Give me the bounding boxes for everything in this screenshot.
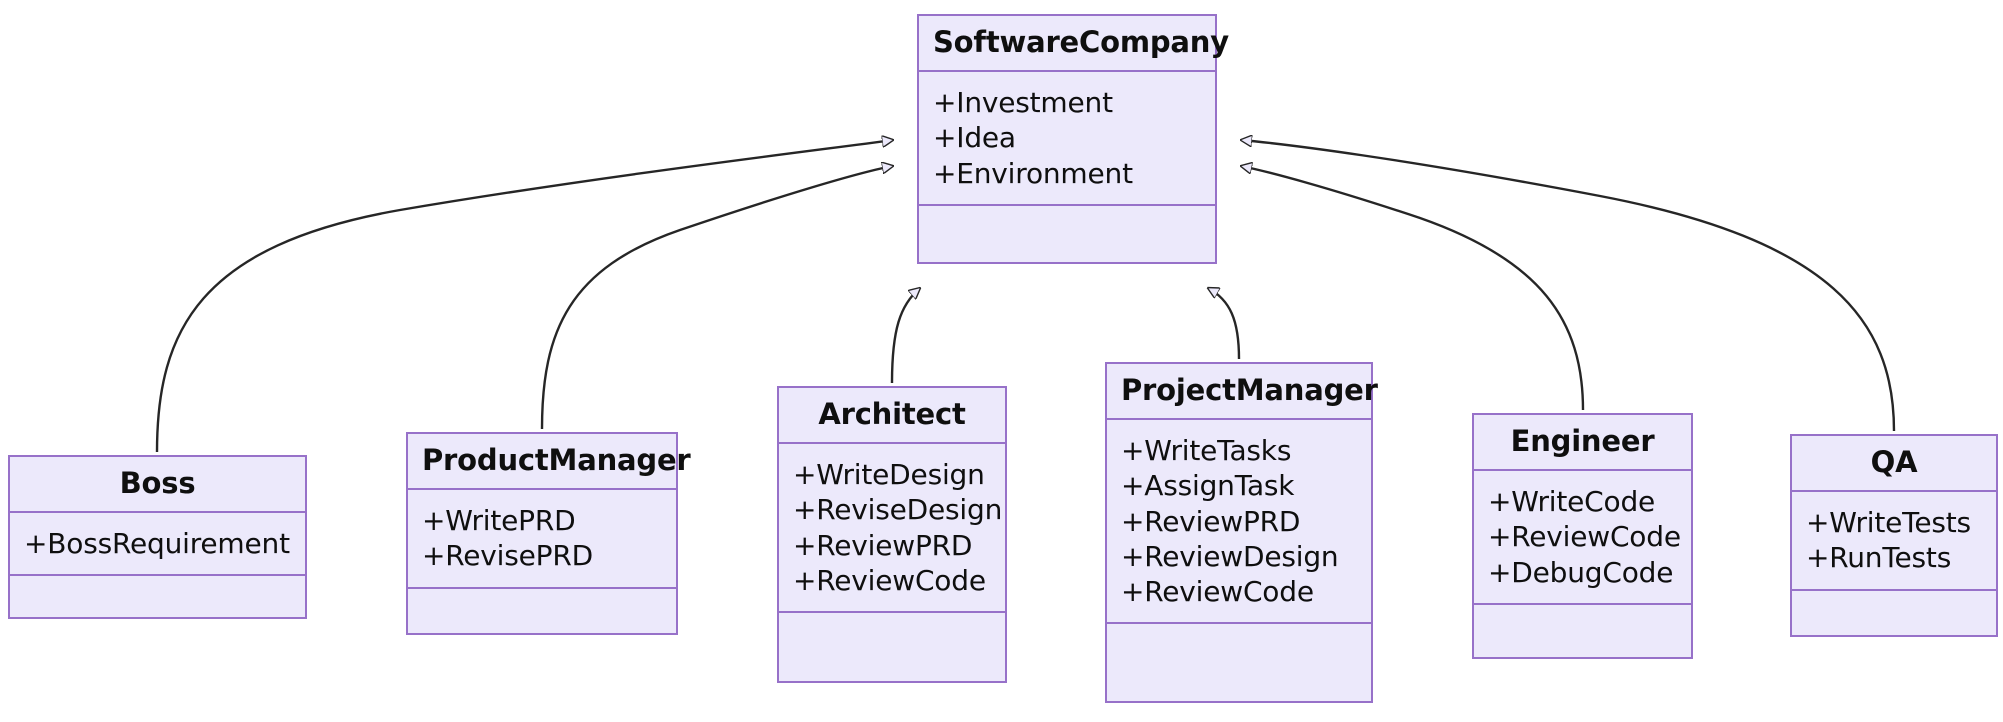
class-attribute: +DebugCode xyxy=(1488,555,1674,589)
class-methods xyxy=(919,206,1215,262)
class-title: QA xyxy=(1792,436,1996,492)
class-title: ProjectManager xyxy=(1107,364,1378,420)
edge-projectmanager-to-softwarecompany xyxy=(1208,288,1241,360)
class-methods xyxy=(1474,605,1691,657)
class-node-engineer[interactable]: Engineer +WriteCode +ReviewCode +DebugCo… xyxy=(1472,413,1693,659)
class-attribute: +ReviewCode xyxy=(1121,575,1314,609)
class-attribute: +ReviewCode xyxy=(1488,520,1681,554)
class-methods xyxy=(408,589,676,633)
class-attributes: +BossRequirement xyxy=(10,513,305,577)
class-attribute: +ReviewCode xyxy=(793,563,986,597)
class-attribute: +ReviewPRD xyxy=(1121,504,1301,538)
class-attributes: +WritePRD +RevisePRD xyxy=(408,490,676,589)
class-title: Engineer xyxy=(1474,415,1691,471)
class-attribute: +WriteCode xyxy=(1488,485,1656,518)
class-attributes: +WriteTasks +AssignTask +ReviewPRD +Revi… xyxy=(1107,420,1371,625)
class-attribute: +AssignTask xyxy=(1121,469,1295,503)
class-attribute: +WriteDesign xyxy=(793,458,985,491)
class-attribute: +RevisePRD xyxy=(422,539,593,573)
class-attribute: +Investment xyxy=(933,86,1113,119)
class-title: SoftwareCompany xyxy=(919,16,1229,72)
class-title: Boss xyxy=(10,457,305,513)
class-node-softwarecompany[interactable]: SoftwareCompany +Investment +Idea +Envir… xyxy=(917,14,1229,264)
class-methods xyxy=(1792,591,1996,635)
class-attributes: +WriteDesign +ReviseDesign +ReviewPRD +R… xyxy=(779,444,1005,614)
class-attributes: +WriteTests +RunTests xyxy=(1792,492,1996,591)
class-attribute: +ReviewPRD xyxy=(793,528,973,562)
class-attribute: +WritePRD xyxy=(422,504,576,537)
class-node-qa[interactable]: QA +WriteTests +RunTests xyxy=(1790,434,1998,637)
class-node-architect[interactable]: Architect +WriteDesign +ReviseDesign +Re… xyxy=(777,386,1007,683)
class-node-boss[interactable]: Boss +BossRequirement xyxy=(8,455,307,619)
class-attribute: +Idea xyxy=(933,121,1016,155)
class-methods xyxy=(10,576,305,617)
class-attribute: +BossRequirement xyxy=(24,527,290,560)
class-title: ProductManager xyxy=(408,434,691,490)
class-attribute: +Environment xyxy=(933,156,1133,190)
class-title: Architect xyxy=(779,388,1005,444)
edge-architect-to-softwarecompany xyxy=(890,288,920,384)
class-attribute: +RunTests xyxy=(1806,541,1952,575)
class-attribute: +ReviseDesign xyxy=(793,493,1003,527)
class-attributes: +Investment +Idea +Environment xyxy=(919,72,1215,206)
class-attribute: +WriteTests xyxy=(1806,506,1971,539)
class-node-projectmanager[interactable]: ProjectManager +WriteTasks +AssignTask +… xyxy=(1105,362,1378,703)
class-methods xyxy=(779,613,1005,681)
class-attribute: +WriteTasks xyxy=(1121,434,1292,467)
class-node-productmanager[interactable]: ProductManager +WritePRD +RevisePRD xyxy=(406,432,691,635)
class-methods xyxy=(1107,624,1371,701)
class-attributes: +WriteCode +ReviewCode +DebugCode xyxy=(1474,471,1691,605)
class-attribute: +ReviewDesign xyxy=(1121,539,1339,573)
